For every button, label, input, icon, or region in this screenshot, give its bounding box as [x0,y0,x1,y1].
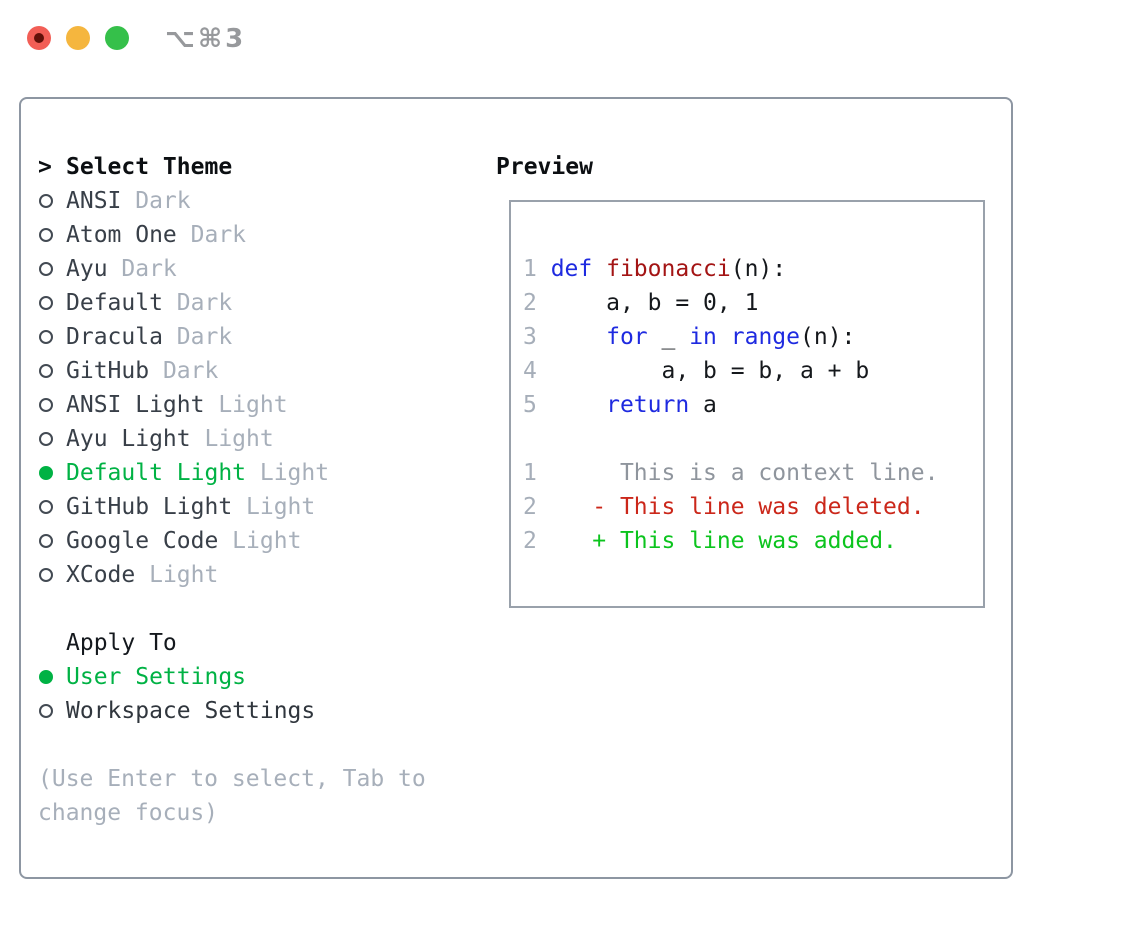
option-label: Default Light [66,460,247,486]
theme-list-title: Select Theme [66,154,233,180]
option-variant-label: Dark [149,358,219,384]
minimize-button[interactable] [66,26,90,50]
code-line: 1 This is a context line. [523,460,939,486]
option-label: Atom One [66,222,177,248]
radio-unselected-icon [39,398,53,412]
theme-option[interactable]: Google Code Light [38,524,329,558]
option-label: User Settings [66,664,247,690]
window-title: ⌥⌘3 [165,24,247,54]
preview-code: 1 def fibonacci(n): 2 a, b = 0, 1 3 for _ … [523,252,938,558]
radio-unselected-icon [39,194,53,208]
option-label: ANSI [66,188,122,214]
theme-option[interactable]: GitHub Dark [38,354,329,388]
option-label: ANSI Light [66,392,205,418]
theme-option[interactable]: XCode Light [38,558,329,592]
window-titlebar: ⌥⌘3 [0,0,1140,70]
theme-option[interactable]: Ayu Light Light [38,422,329,456]
option-label: GitHub [66,358,150,384]
option-label: Default [66,290,163,316]
apply-to-title: Apply To [66,630,177,656]
option-variant-label: Light [204,392,288,418]
option-label: Ayu [66,256,108,282]
radio-unselected-icon [39,330,53,344]
theme-option[interactable]: Dracula Dark [38,320,329,354]
option-variant-label: Dark [162,290,233,316]
option-variant-label: Light [190,426,274,452]
close-button[interactable] [27,26,51,50]
radio-selected-icon [39,670,53,684]
option-label: Google Code [66,528,219,554]
prompt-caret-icon: > [38,154,52,180]
option-variant-label: Dark [162,324,233,350]
zoom-button[interactable] [105,26,129,50]
code-line: 4 a, b = b, a + b [523,358,870,384]
code-line: 5 return a [523,392,717,418]
preview-title: Preview [496,154,593,180]
theme-option[interactable]: GitHub Light Light [38,490,329,524]
option-variant-label: Dark [107,256,177,282]
radio-unselected-icon [39,568,53,582]
theme-option[interactable]: Ayu Dark [38,252,329,286]
option-label: GitHub Light [66,494,233,520]
theme-option[interactable]: ANSI Light Light [38,388,329,422]
radio-unselected-icon [39,500,53,514]
radio-unselected-icon [39,704,53,718]
option-variant-label: Light [246,460,330,486]
radio-unselected-icon [39,296,53,310]
apply-option[interactable]: Workspace Settings [38,694,315,728]
apply-option[interactable]: User Settings [38,660,315,694]
option-label: Dracula [66,324,163,350]
option-label: XCode [66,562,136,588]
radio-unselected-icon [39,262,53,276]
radio-selected-icon [39,466,53,480]
theme-list-header: > Select Theme [38,150,329,184]
theme-option[interactable]: Default Dark [38,286,329,320]
theme-option[interactable]: ANSI Dark [38,184,329,218]
keyboard-hint: (Use Enter to select, Tab to change focu… [38,766,426,826]
code-line: 2 - This line was deleted. [523,494,925,520]
code-line: 2 + This line was added. [523,528,897,554]
code-line: 2 a, b = 0, 1 [523,290,759,316]
option-variant-label: Dark [121,188,191,214]
apply-to-header: Apply To [38,626,315,660]
unsaved-dot-icon [34,33,44,43]
radio-unselected-icon [39,364,53,378]
option-variant-label: Light [218,528,302,554]
option-variant-label: Light [135,562,219,588]
option-label: Workspace Settings [66,698,316,724]
radio-unselected-icon [39,534,53,548]
option-variant-label: Dark [176,222,247,248]
theme-option[interactable]: Default Light Light [38,456,329,490]
radio-unselected-icon [39,228,53,242]
option-label: Ayu Light [66,426,191,452]
theme-option[interactable]: Atom One Dark [38,218,329,252]
preview-pane: 1 def fibonacci(n): 2 a, b = 0, 1 3 for _ … [509,200,985,608]
code-line: 3 for _ in range(n): [523,324,856,350]
code-line [523,422,938,456]
radio-unselected-icon [39,432,53,446]
code-line: 1 def fibonacci(n): [523,256,787,282]
option-variant-label: Light [232,494,316,520]
